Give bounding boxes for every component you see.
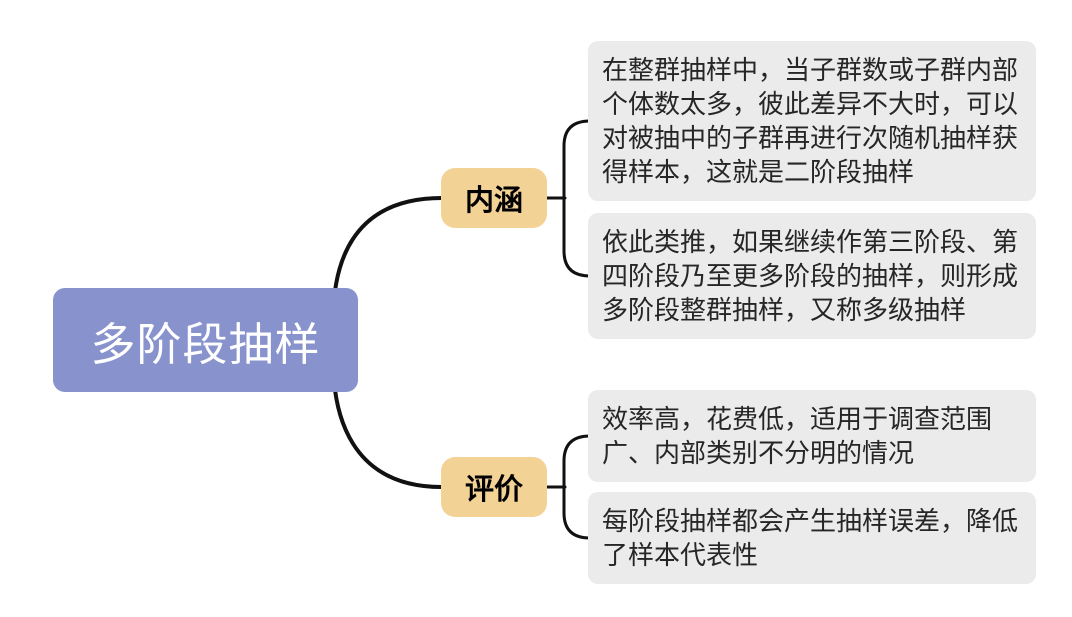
branch-node-connotation-label: 内涵: [464, 185, 523, 217]
branch-node-connotation[interactable]: 内涵: [441, 168, 547, 228]
bracket-connotation-children: [562, 119, 592, 278]
root-node-label: 多阶段抽样: [90, 318, 321, 370]
leaf-node-multistage-definition[interactable]: 依此类推，如果继续作第三阶段、第四阶段乃至更多阶段的抽样，则形成多阶段整群抽样，…: [588, 213, 1036, 339]
branch-node-evaluation-label: 评价: [464, 474, 523, 506]
leaf-node-evaluation-cons[interactable]: 每阶段抽样都会产生抽样误差，降低了样本代表性: [588, 492, 1036, 584]
root-node-multistage-sampling[interactable]: 多阶段抽样: [53, 288, 358, 392]
branch-node-evaluation[interactable]: 评价: [441, 457, 547, 517]
leaf-node-evaluation-pros[interactable]: 效率高，花费低，适用于调查范围广、内部类别不分明的情况: [588, 390, 1036, 482]
leaf-node-two-stage-definition[interactable]: 在整群抽样中，当子群数或子群内部个体数太多，彼此差异不大时，可以对被抽中的子群再…: [588, 41, 1036, 201]
bracket-evaluation-children: [562, 434, 592, 540]
